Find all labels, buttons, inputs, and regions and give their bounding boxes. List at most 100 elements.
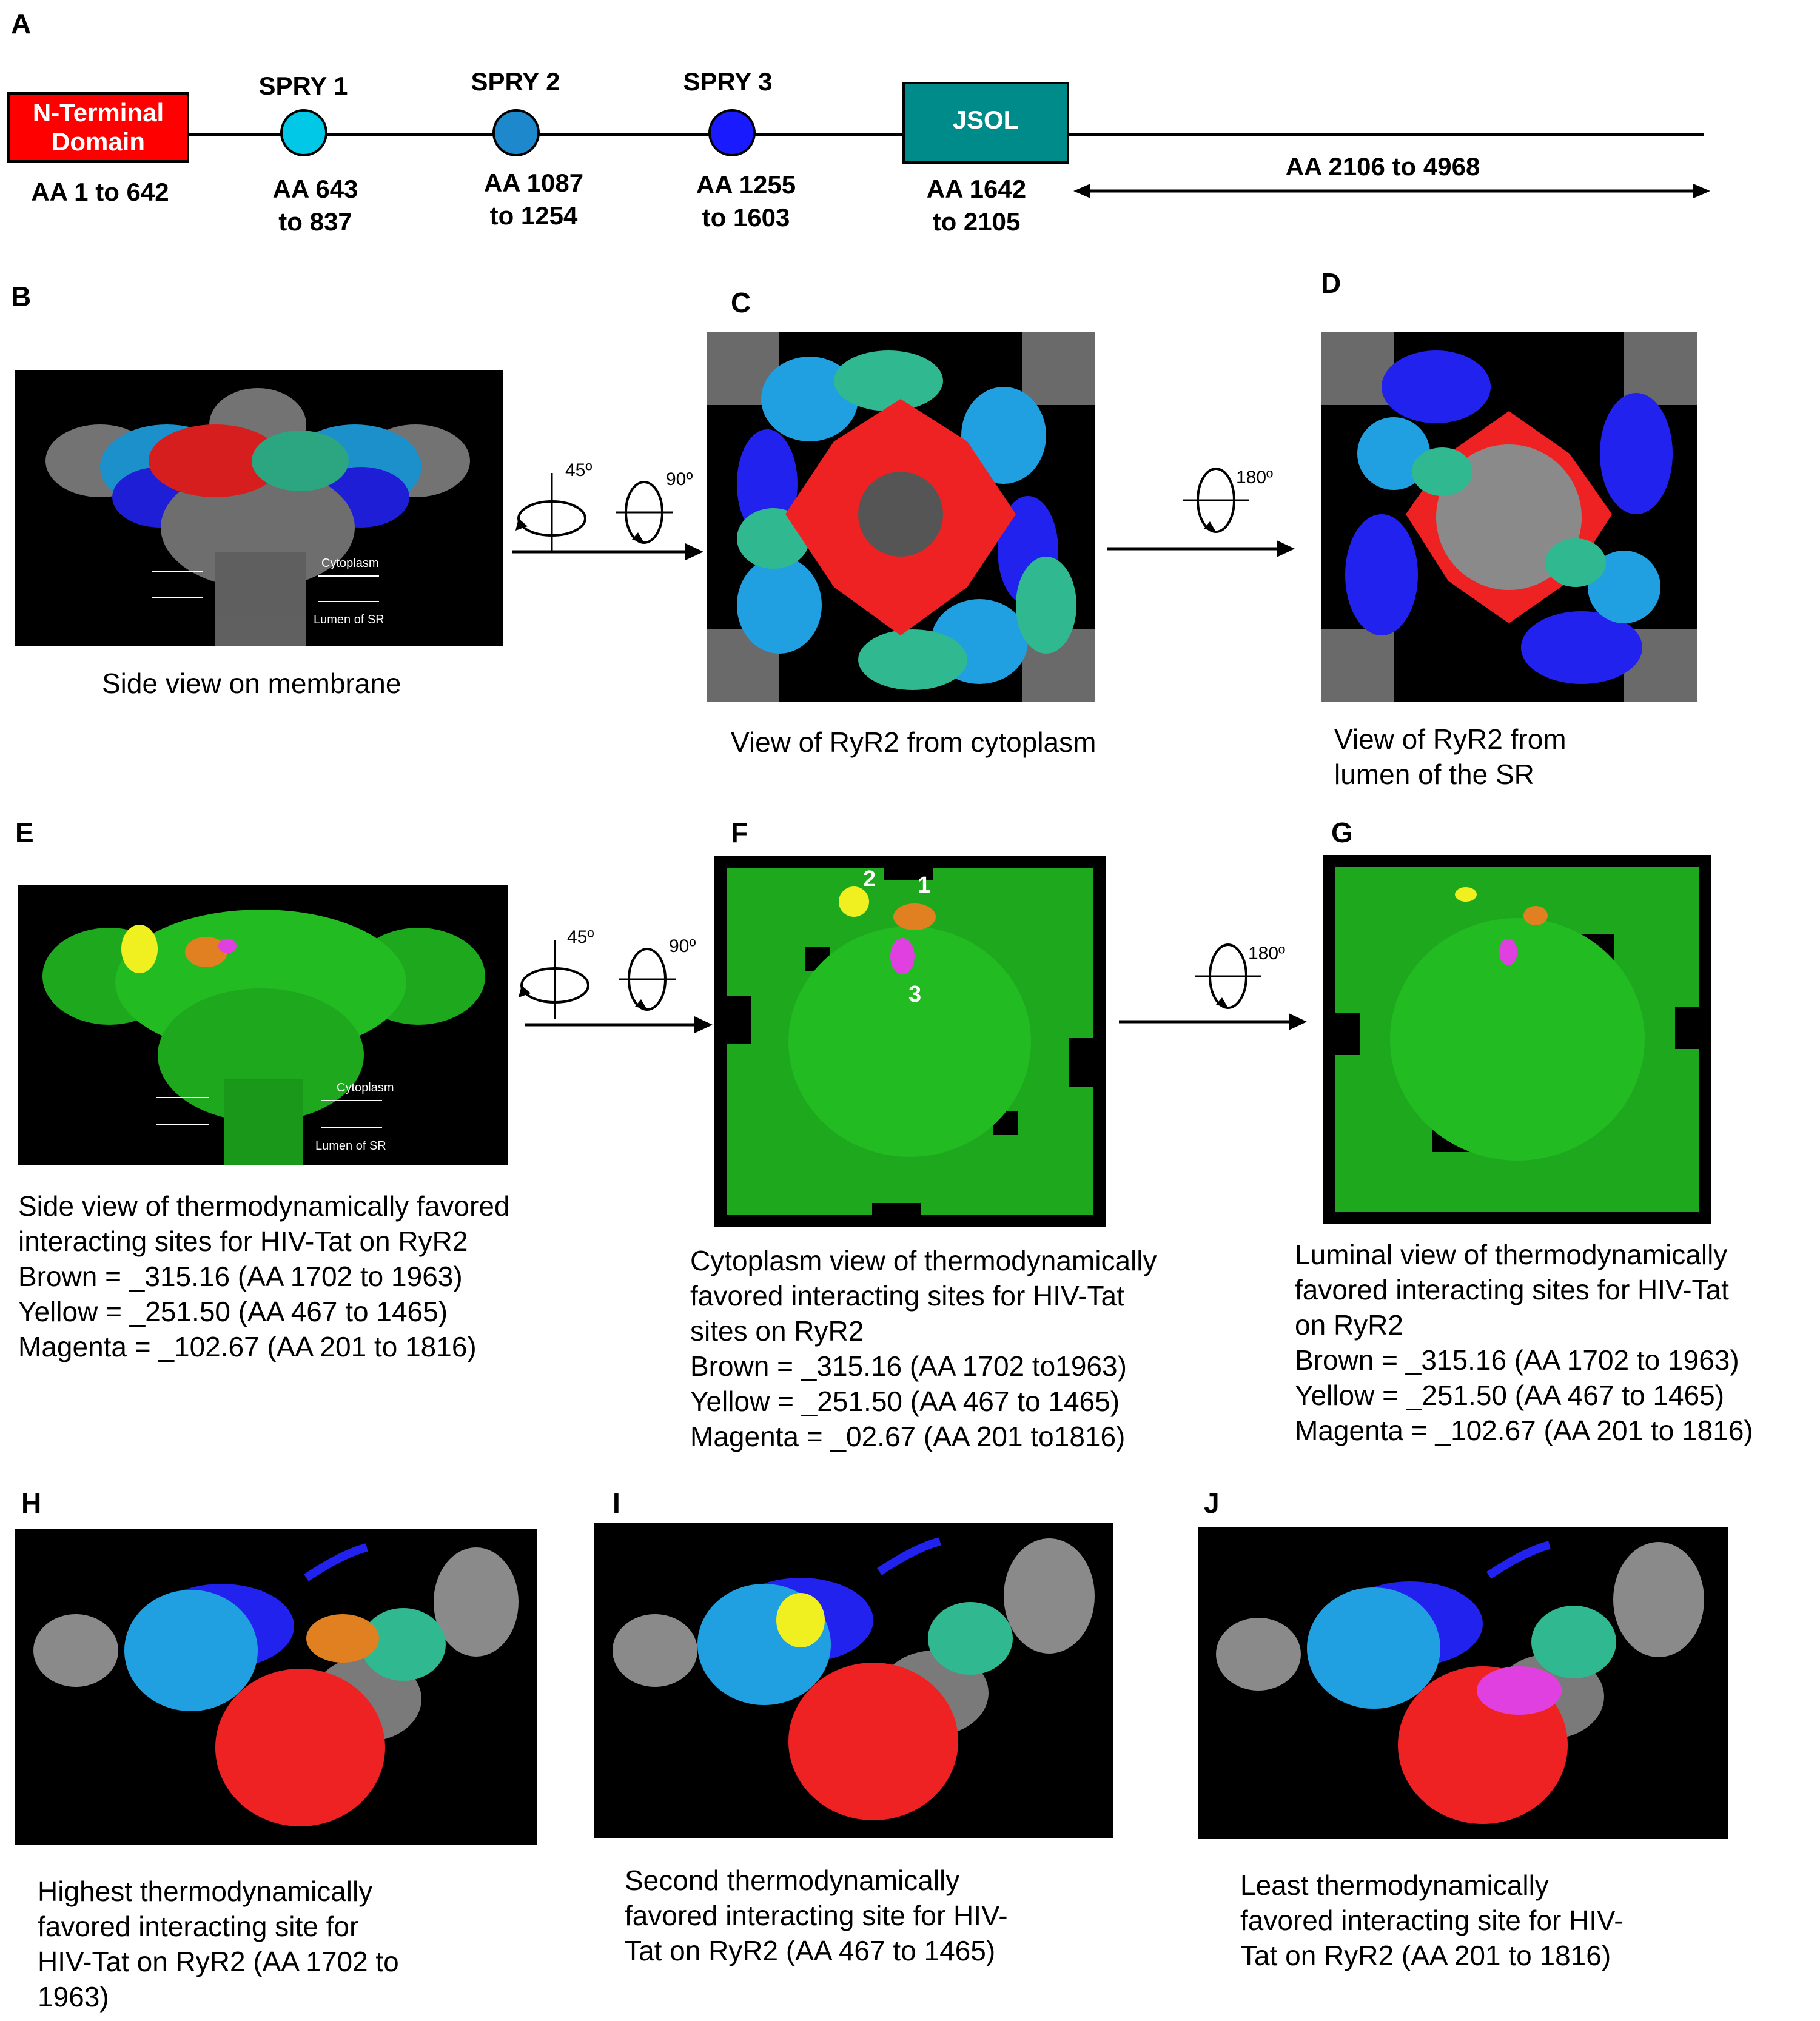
panel-letter-b: B [11,281,32,312]
panel-h-line-0: Highest thermodynamically [38,1875,373,1907]
site-2-label: 2 [863,866,876,892]
jsol-label: JSOL [952,106,1019,134]
arrow-c-to-d [1107,540,1295,557]
panel-g-line-1: favored interacting sites for HIV-Tat [1295,1274,1729,1305]
panel-f-structure-image: 2 1 3 [714,856,1106,1227]
panel-g-svg [1323,867,1711,1212]
panel-e-line-1: interacting sites for HIV-Tat on RyR2 [18,1225,468,1257]
spry2-circle [492,109,540,156]
panel-b-svg: Cytoplasm Lumen of SR [45,388,470,646]
panel-h-caption: Highest thermodynamically favored intera… [38,1874,399,2014]
spry3-label: SPRY 3 [683,67,773,96]
panel-j-line-0: Least thermodynamically [1240,1869,1549,1901]
panel-f-line-5: Magenta = _02.67 (AA 201 to1816) [690,1421,1126,1452]
panel-letter-j: J [1204,1487,1220,1519]
panel-letter-g: G [1331,817,1353,848]
spry2-label: SPRY 2 [471,67,560,96]
arrow-b-to-c [512,543,703,560]
panel-j-caption: Least thermodynamically favored interact… [1240,1868,1624,1973]
site-3-label: 3 [908,982,921,1007]
panel-g-caption: Luminal view of thermodynamically favore… [1295,1237,1753,1448]
rot4-a-label: 180º [1248,943,1285,964]
panel-i-line-2: Tat on RyR2 (AA 467 to 1465) [625,1935,996,1966]
panel-letter-d: D [1321,267,1341,299]
panel-f-caption: Cytoplasm view of thermodynamically favo… [690,1243,1157,1454]
rotation-symbol-3: 45º 90º [519,927,696,1019]
panel-c-svg [707,332,1095,702]
panel-i-line-0: Second thermodynamically [625,1865,960,1896]
panel-h-svg [33,1543,519,1826]
panel-h-line-1: favored interacting site for [38,1911,359,1942]
panel-i-line-1: favored interacting site for HIV- [625,1900,1008,1931]
panel-d-svg [1321,332,1697,702]
panel-g-line-4: Yellow = _251.50 (AA 467 to 1465) [1295,1379,1725,1411]
panel-h-structure-image [15,1529,537,1845]
e-lumen-label: Lumen of SR [315,1139,386,1153]
panel-h-line-2: HIV-Tat on RyR2 (AA 1702 to [38,1946,399,1977]
spry1-range: AA 643 to 837 [255,173,376,238]
spry1-label: SPRY 1 [258,72,348,100]
panel-letter-c: C [731,287,751,318]
panel-d-caption: View of RyR2 from lumen of the SR [1334,722,1566,792]
panel-h-line-3: 1963) [38,1981,109,2013]
rot1-b-label: 90º [666,469,693,489]
b-cytoplasm-label: Cytoplasm [321,557,378,570]
panel-b-caption: Side view on membrane [102,668,401,699]
e-cytoplasm-label: Cytoplasm [337,1081,394,1094]
panel-i-svg [613,1537,1095,1820]
panel-e-line-2: Brown = _315.16 (AA 1702 to 1963) [18,1261,463,1292]
panel-letter-i: I [613,1487,620,1519]
panel-b-structure-image: Cytoplasm Lumen of SR [15,370,503,646]
rot1-a-label: 45º [565,460,592,480]
jsol-range-2: to 2105 [932,207,1021,236]
rotation-symbol-4: 180º [1195,943,1285,1009]
panel-i-caption: Second thermodynamically favored interac… [625,1863,1008,1968]
panel-e-line-0: Side view of thermodynamically favored [18,1190,510,1222]
panel-letter-a: A [11,8,32,39]
jsol-box: JSOL [902,82,1069,164]
jsol-range-1: AA 1642 [926,175,1027,203]
spry1-range-1: AA 643 [272,175,358,203]
panel-g-structure-image [1323,855,1711,1224]
panel-d-structure-image [1321,332,1697,702]
panel-i-structure-image [594,1523,1113,1838]
spry1-circle [280,109,327,156]
panel-f-line-0: Cytoplasm view of thermodynamically [690,1245,1157,1276]
panel-letter-h: H [21,1487,42,1519]
panel-g-line-5: Magenta = _102.67 (AA 201 to 1816) [1295,1415,1753,1446]
jsol-range: AA 1642 to 2105 [904,173,1049,238]
spry3-range-1: AA 1255 [696,170,796,199]
arrow-f-to-g [1119,1013,1307,1030]
rotation-symbol-2: 180º [1183,468,1273,533]
panel-e-line-4: Magenta = _102.67 (AA 201 to 1816) [18,1331,477,1362]
b-lumen-label: Lumen of SR [314,613,384,626]
tail-double-arrow [1073,184,1710,198]
panel-e-structure-image: Cytoplasm Lumen of SR [18,885,508,1165]
spry2-range-2: to 1254 [489,201,578,230]
arrow-e-to-f [525,1016,713,1033]
ntd-range: AA 1 to 642 [31,178,169,206]
panel-g-line-3: Brown = _315.16 (AA 1702 to 1963) [1295,1344,1739,1376]
panel-g-line-0: Luminal view of thermodynamically [1295,1239,1728,1270]
panel-c-structure-image [707,332,1095,702]
ntd-box: N-Terminal Domain [7,92,189,163]
panel-f-line-4: Yellow = _251.50 (AA 467 to 1465) [690,1386,1120,1417]
ntd-label-2: Domain [51,127,145,156]
panel-letter-f: F [731,817,748,848]
panel-j-svg [1216,1541,1704,1824]
panel-j-line-2: Tat on RyR2 (AA 201 to 1816) [1240,1940,1611,1971]
panel-e-svg: Cytoplasm Lumen of SR [42,910,485,1165]
rot3-b-label: 90º [669,936,696,956]
spry3-circle [708,109,756,156]
panel-letter-e: E [15,817,34,848]
rotation-symbol-1: 45º 90º [515,460,693,552]
spry3-range-2: to 1603 [702,203,790,232]
spry3-range: AA 1255 to 1603 [679,169,813,234]
panel-f-line-2: sites on RyR2 [690,1315,864,1347]
panel-f-line-1: favored interacting sites for HIV-Tat [690,1280,1124,1312]
panel-j-line-1: favored interacting site for HIV- [1240,1905,1624,1936]
panel-f-line-3: Brown = _315.16 (AA 1702 to1963) [690,1350,1127,1382]
panel-f-svg: 2 1 3 [714,856,1106,1227]
spry2-range-1: AA 1087 [483,169,584,197]
panel-e-caption: Side view of thermodynamically favored i… [18,1188,509,1364]
